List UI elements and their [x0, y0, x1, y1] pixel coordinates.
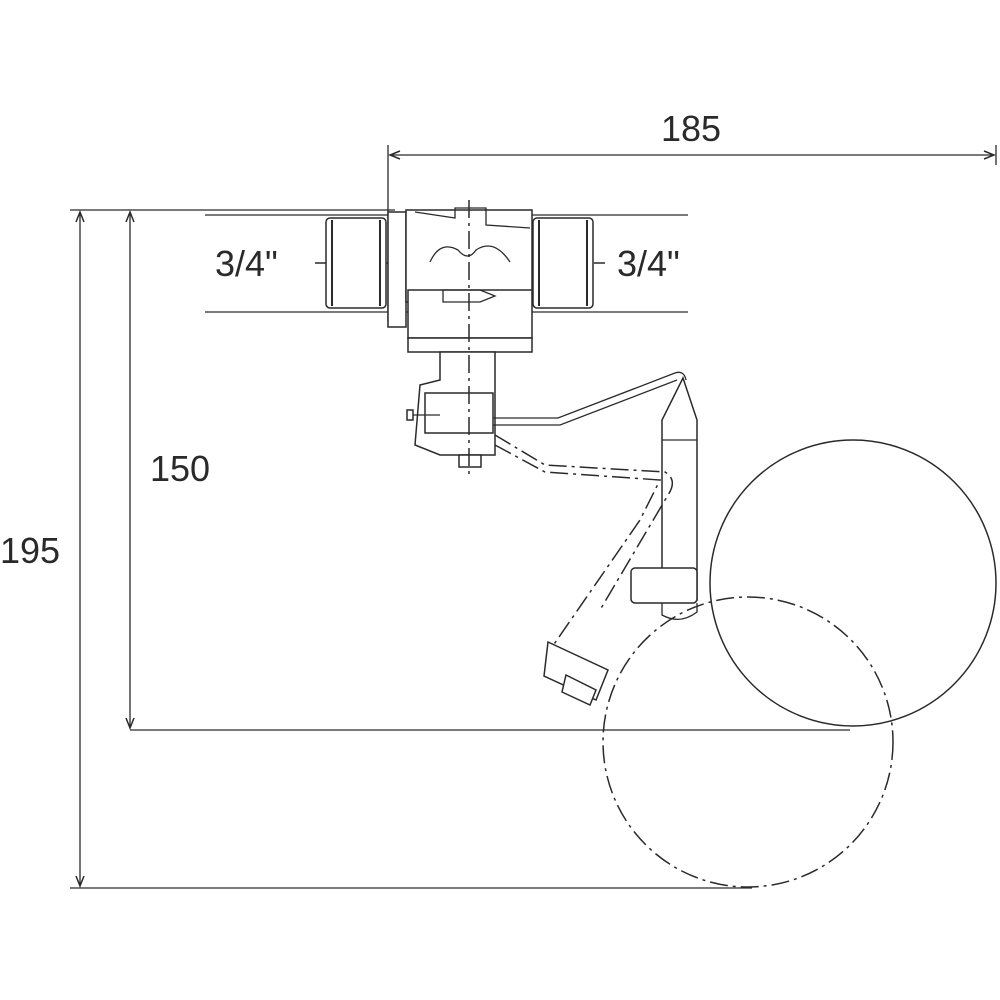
lever-arm [493, 371, 698, 620]
float-ball-up [709, 439, 997, 727]
dimension-label-195: 195 [0, 530, 61, 571]
dimension-label-185: 185 [661, 108, 722, 149]
dimension-label-150: 150 [150, 448, 211, 489]
outlet-thread-label: 3/4" [617, 243, 680, 284]
float-ball-down [602, 596, 894, 888]
lever-arm-lowered [494, 434, 674, 707]
dimension-150 [130, 212, 850, 731]
dimension-195 [70, 209, 752, 889]
valve-body [325, 200, 594, 475]
inlet-thread-label: 3/4" [215, 243, 278, 284]
